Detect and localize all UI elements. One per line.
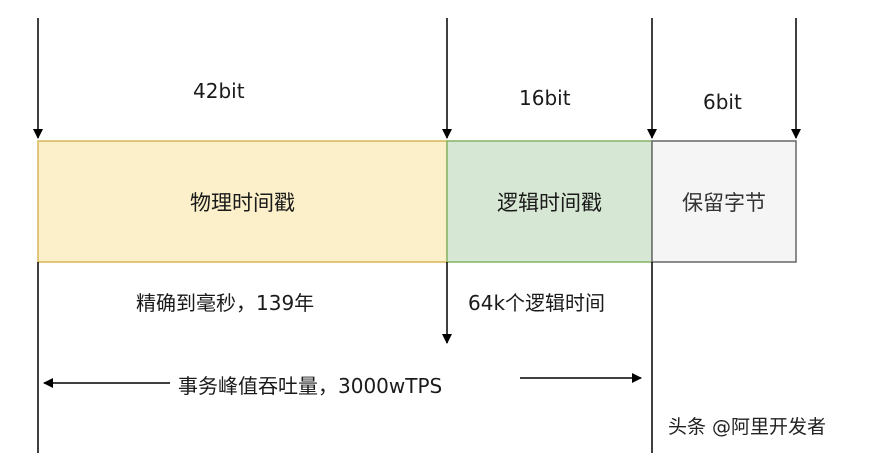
throughput-note: 事务峰值吞吐量，3000wTPS <box>178 374 443 398</box>
physical-timestamp-label: 物理时间戳 <box>190 190 295 215</box>
logical-timestamp-box <box>446 140 653 263</box>
reserved-bytes-box <box>651 140 797 263</box>
watermark: 头条 @阿里开发者 <box>668 416 827 438</box>
physical-bits-label: 42bit <box>193 79 245 103</box>
logical-bits-label: 16bit <box>519 86 571 110</box>
logical-timestamp-label: 逻辑时间戳 <box>497 190 602 215</box>
logical-capacity-note: 64k个逻辑时间 <box>468 291 606 315</box>
physical-precision-note: 精确到毫秒，139年 <box>136 291 315 315</box>
reserved-bytes-label: 保留字节 <box>682 190 766 215</box>
reserved-bits-label: 6bit <box>703 90 742 114</box>
physical-timestamp-box <box>37 140 448 263</box>
